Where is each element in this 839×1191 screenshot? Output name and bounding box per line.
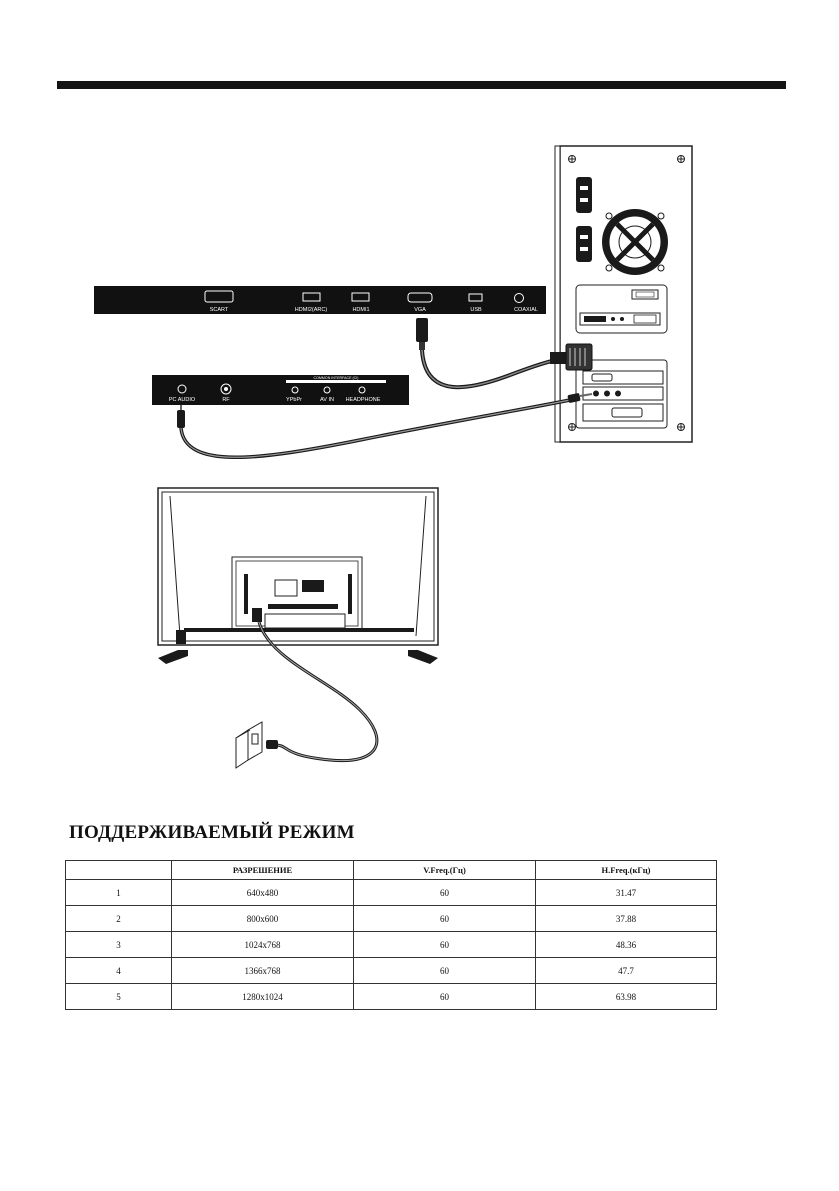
pc-tower <box>554 145 693 443</box>
port-label-vga: VGA <box>414 307 426 313</box>
header-resolution: РАЗРЕШЕНИЕ <box>171 860 354 880</box>
cell-index: 4 <box>65 957 172 984</box>
port-label-av-in: AV IN <box>320 397 334 403</box>
cell-h-freq: 47.7 <box>535 957 717 984</box>
header-h-freq: H.Freq.(кГц) <box>535 860 717 880</box>
section-title: ПОДДЕРЖИВАЕМЫЙ РЕЖИМ <box>69 822 355 843</box>
table-row: 3 1024x768 60 48.36 <box>65 931 717 958</box>
cell-h-freq: 31.47 <box>535 879 717 906</box>
vga-cable <box>416 318 593 390</box>
port-label-ypbpr: YPbPr <box>286 397 302 403</box>
cell-v-freq: 60 <box>353 983 536 1010</box>
header-index <box>65 860 172 880</box>
cell-v-freq: 60 <box>353 905 536 932</box>
cell-v-freq: 60 <box>353 879 536 906</box>
cell-resolution: 640x480 <box>171 879 354 906</box>
screw-icon <box>568 155 685 431</box>
table-row: 5 1280x1024 60 63.98 <box>65 983 717 1010</box>
power-socket-icon <box>576 177 592 262</box>
cell-v-freq: 60 <box>353 957 536 984</box>
port-label-hdmi1: HDMI1 <box>352 307 369 313</box>
cell-index: 5 <box>65 983 172 1010</box>
table-row: 1 640x480 60 31.47 <box>65 879 717 906</box>
cell-index: 3 <box>65 931 172 958</box>
port-label-hdmi2: HDMI2(ARC) <box>295 307 328 313</box>
fan-icon <box>602 209 668 275</box>
port-label-scart: SCART <box>210 307 229 313</box>
port-label-headphone: HEADPHONE <box>346 397 381 403</box>
table-row: 2 800x600 60 37.88 <box>65 905 717 932</box>
cell-resolution: 1280x1024 <box>171 983 354 1010</box>
tv-lower-panel: COMMON INTERFACE (CI) PC AUDIO RF YPbPr … <box>152 375 409 405</box>
supported-modes-table: РАЗРЕШЕНИЕ V.Freq.(Гц) H.Freq.(кГц) 1 64… <box>65 860 717 1010</box>
cell-index: 2 <box>65 905 172 932</box>
cell-resolution: 800x600 <box>171 905 354 932</box>
wall-socket-icon <box>235 721 263 769</box>
tv-rear <box>157 487 439 664</box>
tv-top-panel: SCART HDMI2(ARC) HDMI1 VGA USB COAXIAL <box>94 286 546 314</box>
port-label-usb: USB <box>470 307 482 313</box>
cell-h-freq: 48.36 <box>535 931 717 958</box>
connection-diagram: SCART HDMI2(ARC) HDMI1 VGA USB COAXIAL C… <box>94 145 693 769</box>
ci-slot-label: COMMON INTERFACE (CI) <box>314 376 359 380</box>
audio-cable <box>177 393 593 459</box>
port-label-pc-audio: PC AUDIO <box>169 397 196 403</box>
port-label-rf: RF <box>222 397 230 403</box>
cell-h-freq: 37.88 <box>535 905 717 932</box>
table-row: 4 1366x768 60 47.7 <box>65 957 717 984</box>
antenna-cable <box>257 621 379 763</box>
header-v-freq: V.Freq.(Гц) <box>353 860 536 880</box>
cell-resolution: 1024x768 <box>171 931 354 958</box>
cell-index: 1 <box>65 879 172 906</box>
top-rule <box>57 81 786 89</box>
cell-resolution: 1366x768 <box>171 957 354 984</box>
cell-h-freq: 63.98 <box>535 983 717 1010</box>
table-header-row: РАЗРЕШЕНИЕ V.Freq.(Гц) H.Freq.(кГц) <box>65 860 717 880</box>
cell-v-freq: 60 <box>353 931 536 958</box>
port-label-coaxial: COAXIAL <box>514 307 538 313</box>
